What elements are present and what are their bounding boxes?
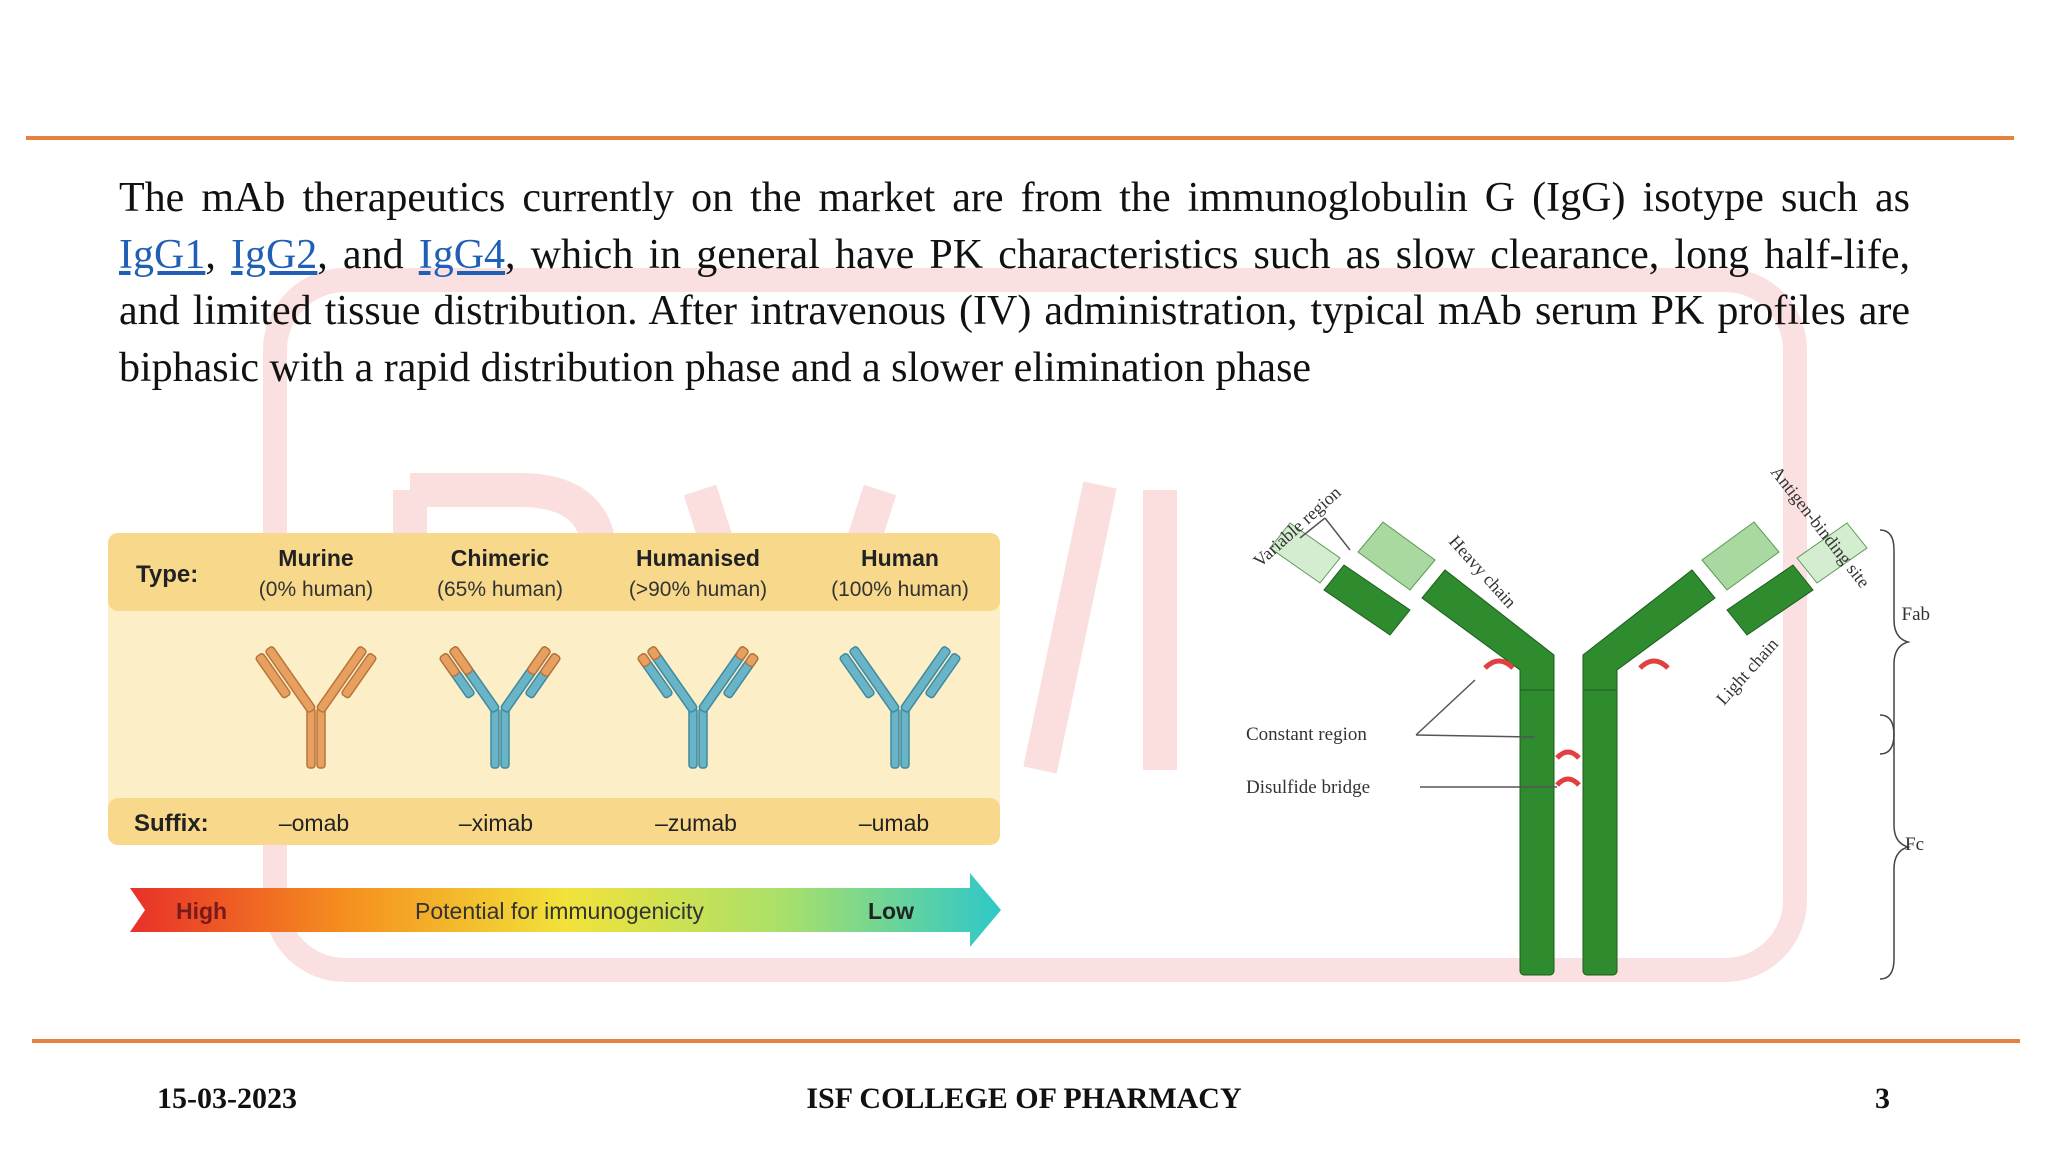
link-igg4[interactable]: IgG4 <box>418 231 506 278</box>
label-fc: Fc <box>1905 834 1924 855</box>
antibody-icon-humanised <box>636 644 760 769</box>
disulfide-bridges <box>1483 658 1670 787</box>
immunogenicity-arrow: High Potential for immunogenicity Low <box>130 873 1001 947</box>
arrow-middle-label: Potential for immunogenicity <box>415 898 704 924</box>
type-name-murine: Murine <box>278 545 353 571</box>
link-igg1[interactable]: IgG1 <box>119 231 206 278</box>
type-name-chimeric: Chimeric <box>451 545 550 571</box>
type-percent-humanised: (>90% human) <box>629 578 767 601</box>
body-text-end: , which in general have PK characteristi… <box>119 231 1910 391</box>
label-light-chain: Light chain <box>1712 634 1782 709</box>
type-label: Type: <box>136 561 198 588</box>
footer-college: ISF COLLEGE OF PHARMACY <box>806 1082 1242 1115</box>
body-sep-1: , <box>205 231 231 278</box>
types-header-band <box>108 533 1000 611</box>
suffix-humanised: –zumab <box>655 810 737 836</box>
type-percent-murine: (0% human) <box>259 578 373 601</box>
type-percent-chimeric: (65% human) <box>437 578 563 601</box>
type-column-chimeric: Chimeric (65% human) –ximab <box>437 545 563 836</box>
footer-rule <box>32 1039 2020 1043</box>
igg-structure-figure: Variable region Heavy chain Light chain … <box>1246 462 1931 980</box>
type-column-human: Human (100% human) –umab <box>831 545 969 836</box>
suffix-human: –umab <box>859 810 929 836</box>
footer-page-number: 3 <box>1875 1082 1890 1115</box>
arrow-high-label: High <box>176 898 227 924</box>
igg-molecule <box>1269 521 1868 976</box>
body-text-start: The mAb therapeutics currently on the ma… <box>119 175 1910 221</box>
arrow-low-label: Low <box>868 898 914 924</box>
label-fab: Fab <box>1902 604 1931 625</box>
type-percent-human: (100% human) <box>831 578 969 601</box>
link-igg2[interactable]: IgG2 <box>230 231 318 278</box>
footer-date: 15-03-2023 <box>157 1082 297 1115</box>
antibody-icon-chimeric <box>438 644 562 769</box>
body-paragraph: The mAb therapeutics currently on the ma… <box>119 170 1910 396</box>
suffix-murine: –omab <box>279 810 349 836</box>
type-name-human: Human <box>861 545 939 571</box>
type-column-murine: Murine (0% human) –omab <box>254 545 378 836</box>
suffix-label: Suffix: <box>134 810 209 837</box>
types-suffix-band <box>108 798 1000 845</box>
fc-brace <box>1879 714 1911 980</box>
label-disulfide-bridge: Disulfide bridge <box>1246 777 1370 798</box>
fab-brace <box>1879 529 1911 755</box>
type-column-humanised: Humanised (>90% human) –zumab <box>629 545 767 836</box>
body-sep-2: , and <box>317 231 419 278</box>
header-rule <box>26 136 2014 140</box>
type-name-humanised: Humanised <box>636 545 760 571</box>
suffix-chimeric: –ximab <box>459 810 533 836</box>
label-constant-region: Constant region <box>1246 724 1367 745</box>
antibody-types-figure: Type: Suffix: Murine (0% human) –omab Ch… <box>108 533 1001 947</box>
